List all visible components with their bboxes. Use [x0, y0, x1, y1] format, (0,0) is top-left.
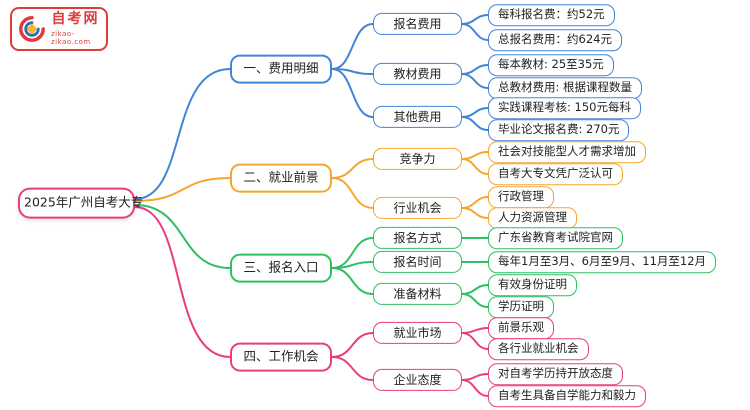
connector-line	[461, 373, 489, 381]
branch-employment-prospects: 二、就业前景	[230, 163, 332, 193]
sub-industry-opportunities: 行业机会	[373, 196, 462, 220]
logo-domain: zikao-zikao.com	[51, 29, 91, 46]
connector-line	[461, 284, 489, 295]
sub-other-fee: 其他费用	[373, 105, 462, 129]
mindmap-leaf: 每年1月至3月、6月至9月、11月至12月	[488, 251, 717, 273]
branch-job-opportunities: 四、工作机会	[230, 342, 332, 372]
mindmap-leaf: 对自考学历持开放态度	[488, 363, 623, 385]
connector-line	[331, 177, 374, 209]
mindmap-leaf: 总报名费用：约624元	[488, 29, 622, 51]
sub-enterprise-attitude: 企业态度	[373, 368, 462, 392]
connector-line	[461, 158, 489, 175]
mindmap-leaf: 自考大专文凭广泛认可	[488, 163, 623, 185]
connector-line	[461, 293, 489, 308]
branch-registration-entrance: 三、报名入口	[230, 253, 332, 283]
connector-line	[331, 332, 374, 358]
mindmap-leaf: 学历证明	[488, 296, 554, 318]
branch3-connectors	[331, 237, 489, 308]
connector-line	[461, 379, 489, 397]
sub-competitiveness: 竞争力	[373, 147, 462, 171]
connector-line	[461, 207, 489, 219]
connector-line	[461, 107, 489, 118]
sub-registration-fee: 报名费用	[373, 12, 462, 36]
connector-line	[331, 68, 374, 118]
connector-line	[331, 267, 374, 295]
connector-line	[461, 23, 489, 41]
connector-line	[461, 151, 489, 160]
mindmap-leaf: 广东省教育考试院官网	[488, 227, 623, 249]
root-topic: 2025年广州自考大专	[18, 187, 143, 219]
connector-line	[331, 158, 374, 179]
mindmap-leaf: 社会对技能型人才需求增加	[488, 141, 646, 163]
connector-line	[134, 68, 231, 200]
connector-line	[134, 206, 231, 358]
connector-line	[331, 237, 374, 269]
connector-line	[331, 261, 374, 269]
mindmap-leaf: 实践课程考核: 150元每科	[488, 97, 641, 119]
mindmap-leaf: 前景乐观	[488, 317, 554, 339]
sub-materials: 准备材料	[373, 282, 462, 306]
connector-line	[461, 14, 489, 25]
site-logo: 自考网 zikao-zikao.com	[10, 7, 108, 51]
mindmap-leaf: 各行业就业机会	[488, 338, 589, 360]
branch4-connectors	[331, 327, 489, 397]
connector-line	[461, 73, 489, 89]
branch-cost-details: 一、费用明细	[230, 54, 332, 84]
zikao-logo-icon	[19, 16, 45, 42]
connector-line	[461, 332, 489, 350]
connector-line	[331, 23, 374, 70]
connector-line	[331, 356, 374, 381]
connector-line	[461, 327, 489, 334]
connector-line	[461, 196, 489, 209]
mindmap-leaf: 毕业论文报名费: 270元	[488, 119, 630, 141]
logo-title: 自考网	[51, 11, 100, 28]
mindmap-leaf: 每本教材: 25至35元	[488, 54, 614, 76]
mindmap-leaf: 总教材费用: 根据课程数量	[488, 77, 643, 99]
sub-registration-method: 报名方式	[373, 226, 462, 250]
connector-line	[134, 177, 231, 202]
connector-line	[134, 204, 231, 269]
sub-registration-time: 报名时间	[373, 250, 462, 274]
mindmap-leaf: 每科报名费：约52元	[488, 4, 615, 26]
root-connectors	[134, 68, 231, 358]
connector-line	[461, 64, 489, 75]
sub-job-market: 就业市场	[373, 321, 462, 345]
mindmap-leaf: 人力资源管理	[488, 207, 577, 229]
connector-line	[461, 116, 489, 131]
mindmap-leaf: 行政管理	[488, 186, 554, 208]
branch2-connectors	[331, 151, 489, 219]
branch1-connectors	[331, 14, 489, 131]
mindmap-leaf: 有效身份证明	[488, 274, 577, 296]
mindmap-leaf: 自考生具备自学能力和毅力	[488, 385, 646, 407]
logo-text-block: 自考网 zikao-zikao.com	[51, 11, 100, 46]
sub-textbook-fee: 教材费用	[373, 62, 462, 86]
